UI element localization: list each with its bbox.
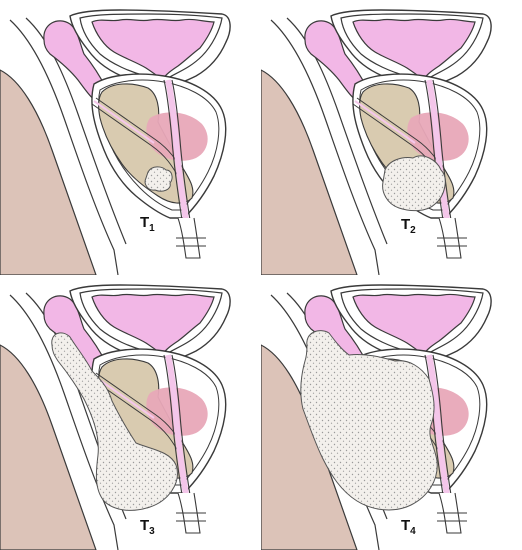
anatomy-illustration-t3 xyxy=(0,275,261,550)
anatomy-illustration-t4 xyxy=(261,275,522,550)
anatomy-illustration-t2 xyxy=(261,0,522,275)
stage-label-t4: T4 xyxy=(401,517,416,537)
anatomy-illustration-t1 xyxy=(0,0,261,275)
panel-t3: T3 xyxy=(0,275,261,550)
stage-label-t3: T3 xyxy=(140,517,155,537)
panel-t4: T4 xyxy=(261,275,522,550)
panel-t1: T1 xyxy=(0,0,261,275)
tumor-t1 xyxy=(145,167,172,191)
tumor-t2 xyxy=(383,156,446,211)
panel-t2: T2 xyxy=(261,0,522,275)
stage-label-t2: T2 xyxy=(401,216,416,236)
stage-label-t1: T1 xyxy=(140,214,155,234)
